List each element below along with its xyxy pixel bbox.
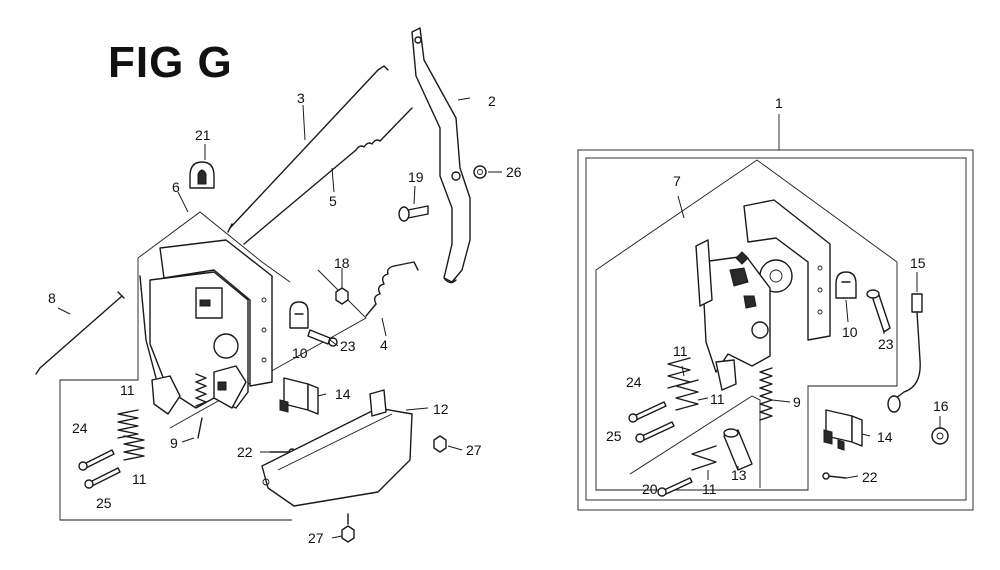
- right-part-14-switch: [823, 409, 863, 451]
- part-23-bolt: [307, 329, 338, 347]
- callout-left-26: 26: [506, 164, 522, 180]
- callout-right-14: 14: [877, 429, 893, 445]
- callout-left-11b: 11: [132, 471, 147, 487]
- part-11-springs: [117, 409, 145, 461]
- callout-right-20: 20: [642, 481, 658, 497]
- right-lower-box: [629, 395, 761, 488]
- callout-left-2: 2: [488, 93, 496, 109]
- left-callouts: 2 3 4 5 6 8 9 10 11 11 12 14 18 19 21 22…: [48, 90, 522, 546]
- callout-right-15: 15: [910, 255, 926, 271]
- right-part-23-bolt: [866, 289, 891, 333]
- callout-right-22: 22: [862, 469, 878, 485]
- callout-left-14: 14: [335, 386, 351, 402]
- callout-left-27b: 27: [308, 530, 324, 546]
- right-callouts: 1 7 9 10 11 11 11 13 14 15 16 20 22 23 2…: [606, 95, 949, 497]
- callout-left-19: 19: [408, 169, 424, 185]
- right-part-15-wire: [887, 293, 923, 413]
- right-part-11-springs: [667, 357, 717, 471]
- callout-right-10: 10: [842, 324, 858, 340]
- callout-right-16: 16: [933, 398, 949, 414]
- callout-left-11a: 11: [120, 382, 135, 398]
- callout-left-8: 8: [48, 290, 56, 306]
- part-27-bolts: [341, 435, 447, 543]
- callout-left-4: 4: [380, 337, 388, 353]
- callout-right-23: 23: [878, 336, 894, 352]
- part-26-nut: [473, 165, 487, 179]
- part-4-spring: [365, 261, 419, 317]
- callout-left-23: 23: [340, 338, 356, 354]
- part-3-rod: [227, 65, 389, 233]
- left-leaders: [57, 97, 502, 539]
- part-18-nut: [335, 287, 349, 305]
- left-assembly: [35, 27, 502, 543]
- callout-left-6: 6: [172, 179, 180, 195]
- callout-right-11a: 11: [673, 343, 688, 359]
- part-14-switch: [279, 377, 319, 415]
- callout-left-24: 24: [72, 420, 88, 436]
- callout-left-12: 12: [433, 401, 449, 417]
- callout-left-3: 3: [297, 90, 305, 106]
- callout-right-7: 7: [673, 173, 681, 189]
- part-6-bracket: [139, 239, 273, 415]
- right-assembly: [577, 114, 974, 511]
- part-9-spring: [195, 373, 207, 439]
- right-governor-assembly: [695, 199, 831, 391]
- callout-left-22: 22: [237, 444, 253, 460]
- callout-right-9: 9: [793, 394, 801, 410]
- callout-left-25: 25: [96, 495, 112, 511]
- right-inner-outline: [595, 159, 898, 491]
- callout-left-10: 10: [292, 345, 308, 361]
- part-10-clip: [289, 301, 309, 329]
- right-part-13-collar: [723, 428, 753, 471]
- part-21-clip: [189, 161, 215, 189]
- right-leaders: [677, 195, 941, 480]
- part-19-bolt: [398, 205, 429, 222]
- part-24-25-screws: [78, 449, 121, 489]
- part-2-lever: [411, 27, 471, 284]
- right-part-10-clip: [835, 271, 857, 299]
- right-screws: [628, 401, 693, 497]
- part-12-cover: [261, 389, 413, 507]
- callout-right-25: 25: [606, 428, 622, 444]
- callout-right-11c: 11: [702, 481, 717, 497]
- part-5-wire: [243, 107, 413, 245]
- callout-left-9: 9: [170, 435, 178, 451]
- right-frame: [577, 114, 974, 511]
- right-part-16-clamp: [931, 427, 949, 445]
- callout-right-24: 24: [626, 374, 642, 390]
- callout-left-5: 5: [329, 193, 337, 209]
- figure-title: FIG G: [108, 38, 233, 87]
- right-part-22-screw: [822, 472, 847, 480]
- callout-left-21: 21: [195, 127, 211, 143]
- callout-right-11b: 11: [710, 391, 725, 407]
- callout-left-27a: 27: [466, 442, 482, 458]
- callout-left-18: 18: [334, 255, 350, 271]
- right-part-9-spring: [759, 367, 773, 421]
- callout-right-1: 1: [775, 95, 783, 111]
- callout-right-13: 13: [731, 467, 747, 483]
- part-8-rod: [35, 291, 125, 375]
